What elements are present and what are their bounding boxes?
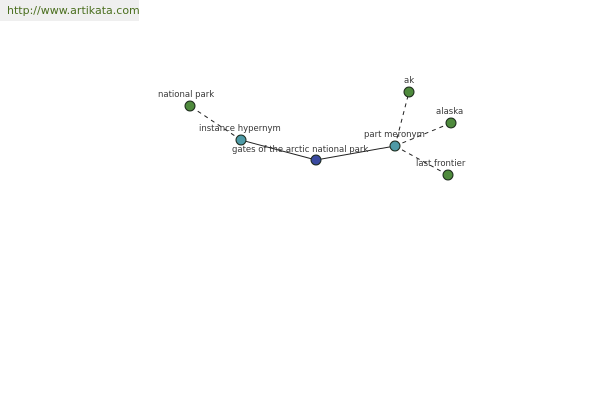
node-inst-hyper[interactable]: instance hypernym — [199, 124, 281, 146]
edge-inst_hyper-natl_park — [189, 105, 242, 141]
node-natl-park[interactable]: national park — [158, 90, 214, 112]
node-label: national park — [158, 90, 214, 100]
node-marker[interactable] — [403, 86, 415, 98]
node-marker[interactable] — [445, 117, 457, 129]
node-marker[interactable] — [310, 154, 322, 166]
node-marker[interactable] — [442, 169, 454, 181]
node-marker[interactable] — [235, 134, 247, 146]
edge-part_mer-last_frontier — [394, 145, 449, 176]
edge-gates-inst_hyper — [240, 139, 317, 161]
node-label: ak — [404, 76, 414, 86]
node-label: gates of the arctic national park — [232, 145, 368, 155]
node-label: last frontier — [416, 159, 466, 169]
edge-part_mer-ak — [394, 91, 410, 147]
node-marker[interactable] — [389, 140, 401, 152]
node-alaska[interactable]: alaska — [436, 107, 463, 129]
node-part-mer[interactable]: part meronym — [364, 130, 425, 152]
node-label: part meronym — [364, 130, 425, 140]
edges-layer — [189, 91, 452, 176]
node-ak[interactable]: ak — [403, 76, 415, 98]
edge-part_mer-alaska — [394, 122, 452, 147]
node-last-frontier[interactable]: last frontier — [416, 159, 466, 181]
node-gates[interactable]: gates of the arctic national park — [232, 145, 368, 166]
node-label: instance hypernym — [199, 124, 281, 134]
edge-gates-part_mer — [315, 145, 396, 161]
node-marker[interactable] — [184, 100, 196, 112]
source-url-banner[interactable]: http://www.artikata.com — [0, 0, 140, 21]
nodes-layer: gates of the arctic national park instanc… — [158, 76, 466, 181]
node-label: alaska — [436, 107, 463, 117]
